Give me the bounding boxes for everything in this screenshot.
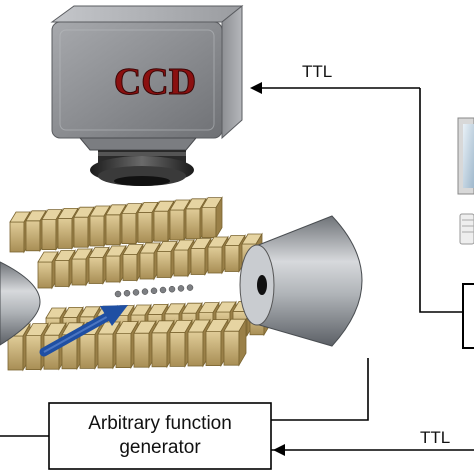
ion-6 [159, 286, 167, 294]
ion-3 [132, 289, 140, 296]
ion-8 [177, 285, 185, 292]
computer-icon [457, 117, 474, 349]
ion-9 [186, 284, 194, 291]
arbitrary-function-generator: Arbitrary function generator [49, 403, 271, 469]
electrode-plate-upper-front-8 [156, 240, 178, 279]
afg-line1: Arbitrary function [88, 413, 232, 434]
ion-5 [150, 287, 158, 295]
ion-4 [141, 288, 149, 295]
ccd-label: CCD [114, 61, 196, 103]
ttl-wire-vertical [419, 88, 463, 313]
afg-box [48, 402, 272, 470]
ttl-arrow-bottom [273, 444, 285, 456]
right-cone-electrode [239, 215, 363, 347]
afg-line2: generator [119, 437, 201, 458]
ttl-arrow-top [250, 82, 262, 94]
afg-trap-wire [271, 358, 369, 421]
ion-7 [168, 285, 176, 293]
ion-chain [114, 284, 194, 298]
ttl-label-bottom: TTL [420, 428, 451, 447]
left-cone-electrode [0, 261, 41, 346]
trap-electrodes [7, 196, 271, 372]
electrode-plate-lower-13 [223, 317, 247, 367]
ttl-label-top: TTL [302, 62, 333, 81]
electrode-plate-upper-13 [201, 196, 223, 240]
ion-1 [114, 290, 122, 298]
ccd-camera [50, 4, 244, 186]
laser-beam-arrow [39, 305, 128, 357]
ion-2 [123, 289, 131, 297]
signal-wires [0, 87, 474, 451]
